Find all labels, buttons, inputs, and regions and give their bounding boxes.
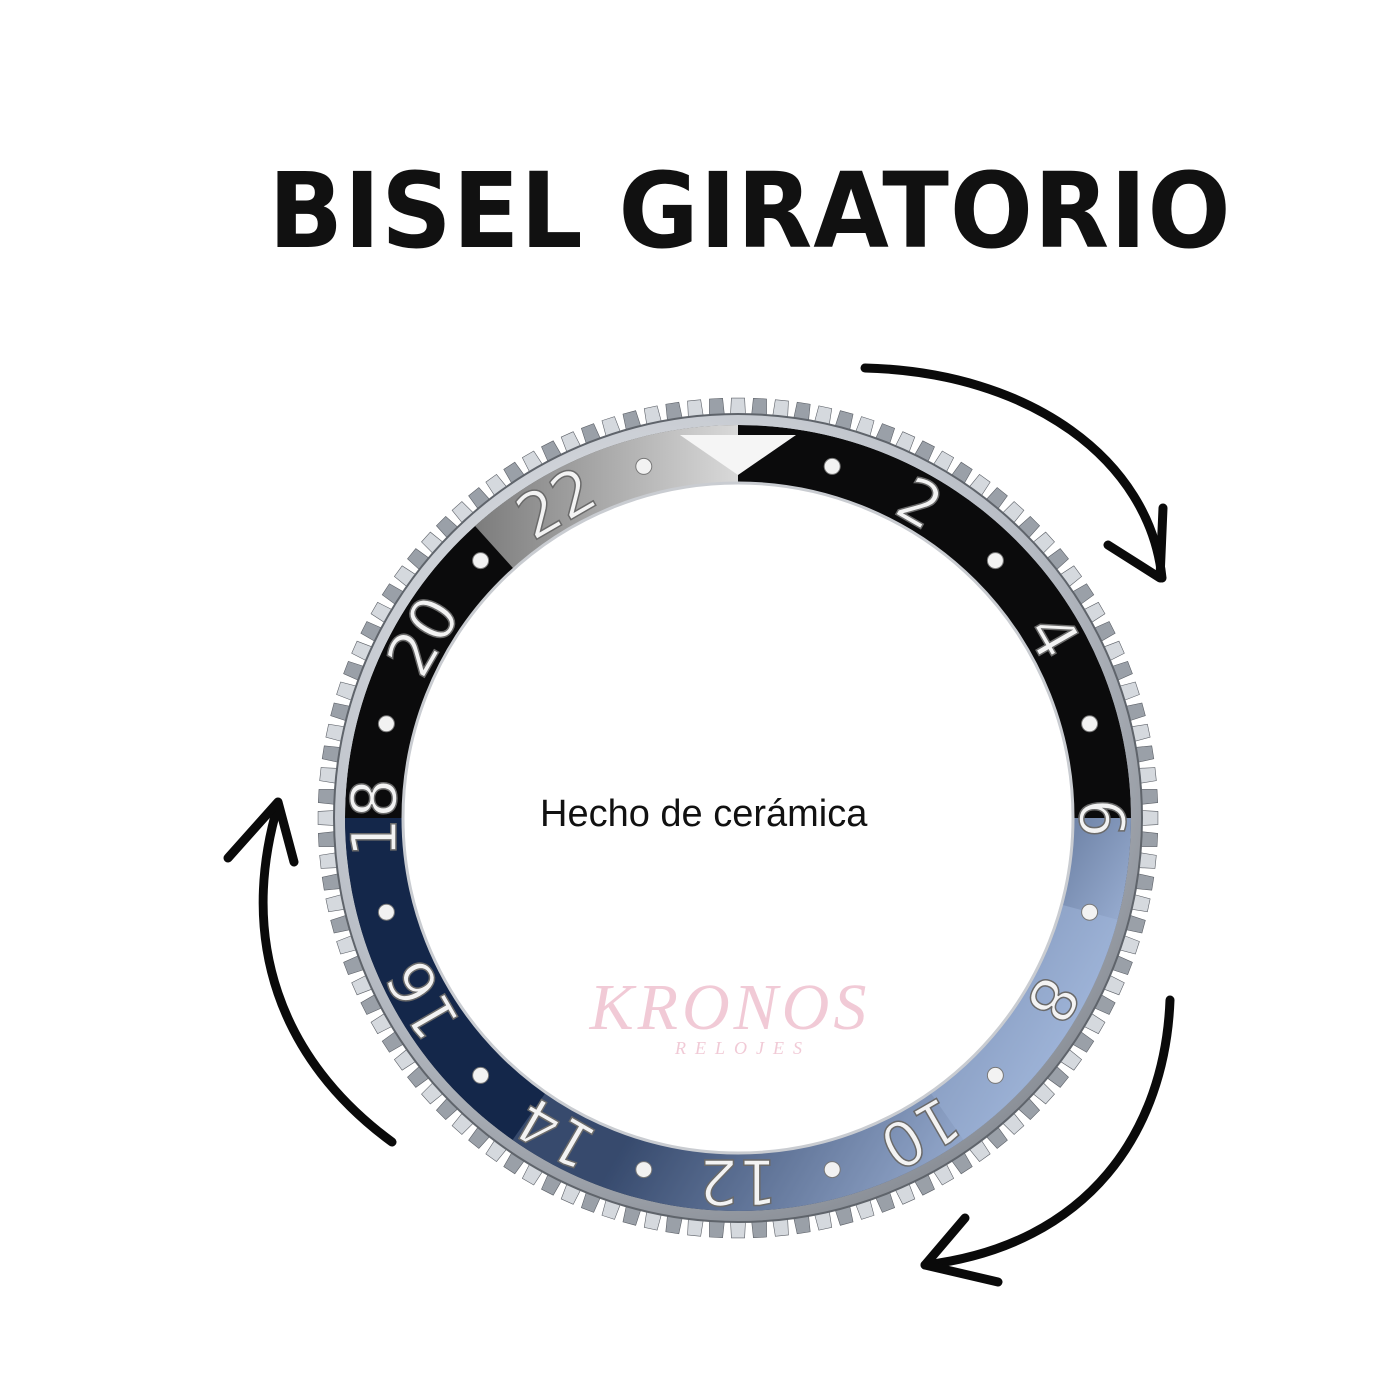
bezel-dot-marker (635, 1161, 653, 1179)
bezel-numeral-12: 12 (699, 1145, 778, 1218)
bezel-dot-marker (377, 903, 395, 921)
brand-watermark: KRONOS RELOJES (570, 975, 890, 1059)
arrow-clockwise-bottom-right-icon (920, 995, 1175, 1287)
page-title: BISEL GIRATORIO (268, 150, 1232, 272)
bezel-numeral-6: 6 (1065, 798, 1138, 837)
bezel-dot-marker (1081, 903, 1099, 921)
bezel-dot-marker (472, 1066, 490, 1084)
brand-name: KRONOS (589, 971, 871, 1044)
bezel-dot-marker (1081, 715, 1099, 733)
bezel-dot-marker (986, 1066, 1004, 1084)
brand-subtitle: RELOJES (675, 1038, 811, 1058)
bezel-dot-marker (472, 552, 490, 570)
bezel-dot-marker (635, 457, 653, 475)
bezel-inner-rim (401, 481, 1075, 1155)
arrow-clockwise-top-right-icon (860, 363, 1168, 583)
bezel-dot-marker (377, 715, 395, 733)
arrow-clockwise-left-icon (223, 797, 397, 1147)
bezel-dot-marker (823, 457, 841, 475)
material-label: Hecho de cerámica (540, 793, 868, 835)
bezel-dot-marker (986, 552, 1004, 570)
bezel-dot-marker (823, 1161, 841, 1179)
bezel-numeral-18: 18 (338, 779, 411, 858)
triangle-marker-icon (680, 435, 796, 475)
